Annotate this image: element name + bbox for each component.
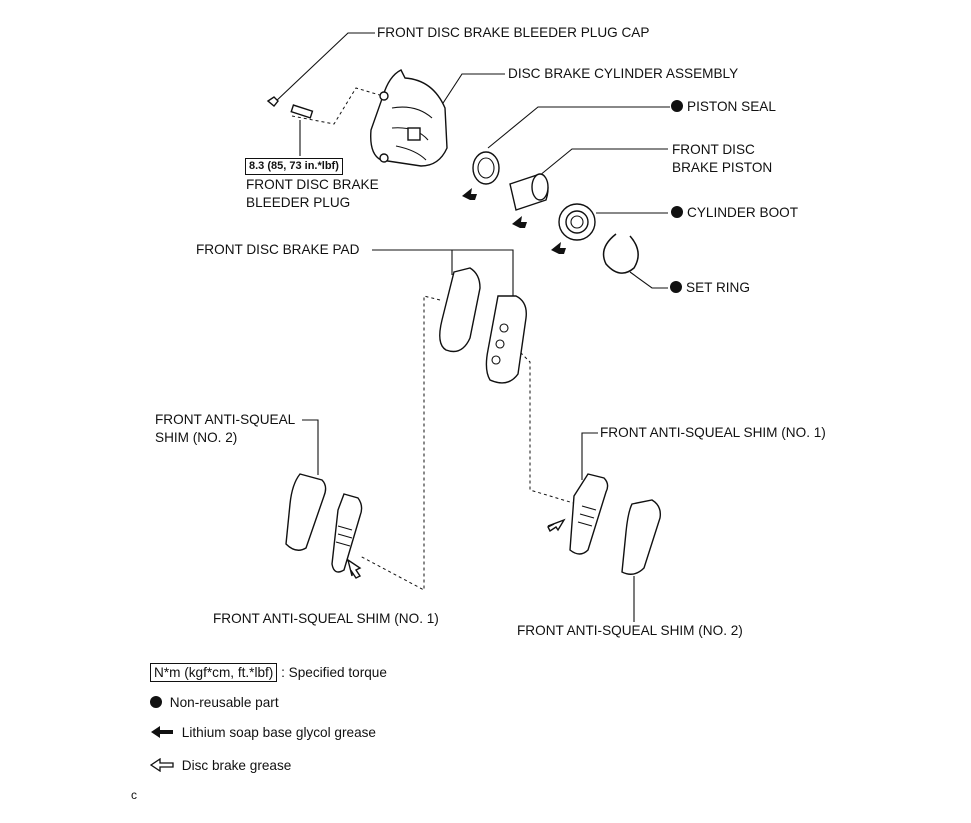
bleeder-cap-label: FRONT DISC BRAKE BLEEDER PLUG CAP xyxy=(377,25,650,40)
legend-disc-grease-text: Disc brake grease xyxy=(181,758,292,773)
legend-lithium: Lithium soap base glycol grease xyxy=(150,724,376,742)
legend-torque-desc: : Specified torque xyxy=(281,665,387,680)
cylinder-boot-label: CYLINDER BOOT xyxy=(671,204,798,222)
footer-code: c xyxy=(131,788,137,802)
bleeder-torque-box: 8.3 (85, 73 in.*lbf) xyxy=(245,158,343,175)
shim-no2-right-label: FRONT ANTI-SQUEAL SHIM (NO. 2) xyxy=(517,623,743,638)
legend-non-reusable: Non-reusable part xyxy=(150,694,279,712)
outline-arrow-icon xyxy=(150,758,174,772)
cylinder-boot-part xyxy=(551,203,596,254)
legend-torque-box: N*m (kgf*cm, ft.*lbf) xyxy=(150,663,278,682)
bleeder-plug-label: FRONT DISC BRAKE BLEEDER PLUG xyxy=(246,177,379,210)
brake-pads-part xyxy=(439,267,527,384)
non-reusable-dot-icon xyxy=(150,696,162,708)
legend-torque: N*m (kgf*cm, ft.*lbf) : Specified torque xyxy=(150,663,387,682)
piston-part xyxy=(509,173,549,228)
bleeder-cap-part xyxy=(266,96,279,107)
shim-no1-right-label: FRONT ANTI-SQUEAL SHIM (NO. 1) xyxy=(600,425,826,440)
solid-arrow-icon xyxy=(151,726,173,738)
set-ring-label: SET RING xyxy=(670,279,750,297)
caliper-part xyxy=(370,69,448,167)
piston-seal-label: PISTON SEAL xyxy=(671,98,776,116)
piston-seal-part xyxy=(462,151,500,200)
cylinder-assembly-label: DISC BRAKE CYLINDER ASSEMBLY xyxy=(508,66,739,81)
shim-no1-left-label: FRONT ANTI-SQUEAL SHIM (NO. 1) xyxy=(213,611,439,626)
non-reusable-dot-icon xyxy=(671,100,683,112)
left-shims-part xyxy=(285,473,363,579)
shim-no2-left-label: FRONT ANTI-SQUEAL SHIM (NO. 2) xyxy=(155,412,295,445)
right-shims-part xyxy=(547,473,662,575)
brake-pad-label: FRONT DISC BRAKE PAD xyxy=(196,242,360,257)
non-reusable-dot-icon xyxy=(671,206,683,218)
non-reusable-dot-icon xyxy=(670,281,682,293)
set-ring-part xyxy=(602,233,639,274)
bleeder-plug-part xyxy=(290,104,314,156)
piston-label: FRONT DISC BRAKE PISTON xyxy=(672,142,773,175)
legend-lithium-text: Lithium soap base glycol grease xyxy=(181,725,376,740)
legend-non-reusable-text: Non-reusable part xyxy=(169,695,279,710)
legend-disc-grease: Disc brake grease xyxy=(150,757,291,775)
